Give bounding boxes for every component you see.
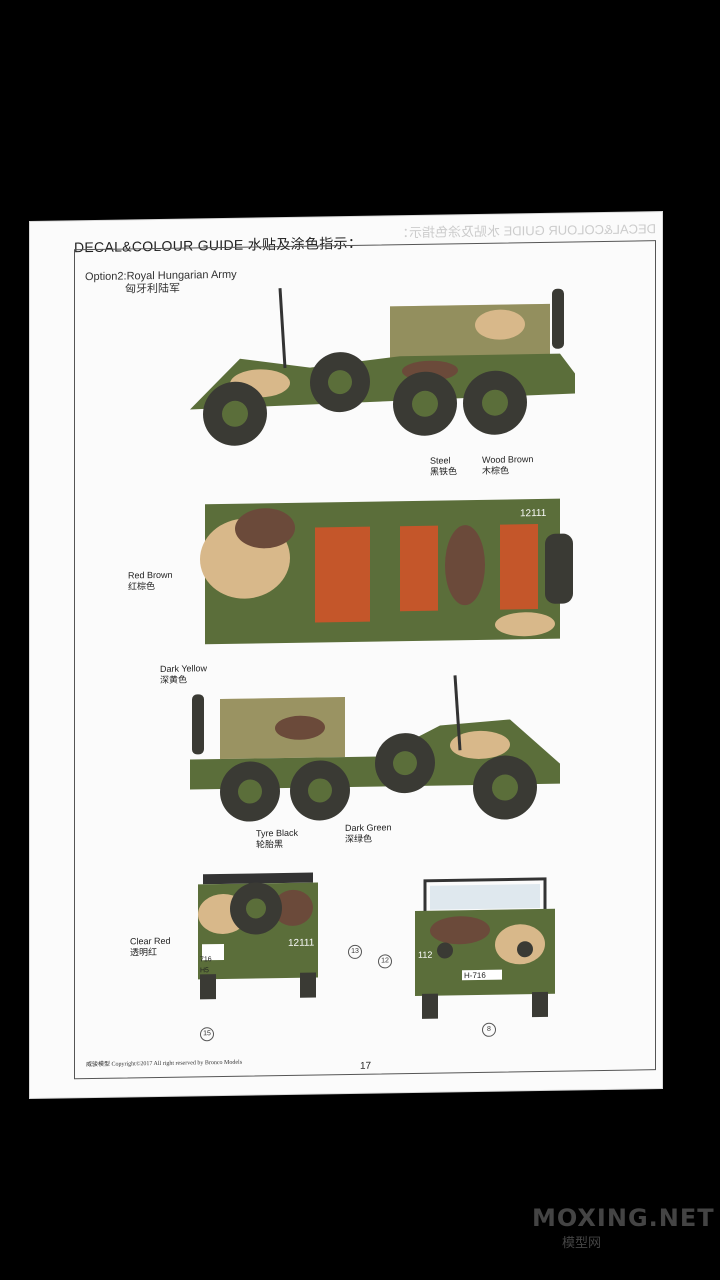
front-marking: 112: [418, 950, 432, 960]
top-view: 12111: [200, 498, 573, 645]
front-plate: H-716: [464, 971, 486, 980]
label-wood-brown: Wood Brown 木棕色: [482, 454, 533, 477]
label-wood-brown-zh: 木棕色: [482, 465, 510, 476]
rear-view: 12111: [198, 872, 318, 1000]
label-dark-green-en: Dark Green: [345, 822, 392, 834]
label-wood-brown-en: Wood Brown: [482, 454, 534, 465]
label-tyre-black: Tyre Black 轮胎黑: [256, 828, 298, 851]
label-tyre-black-en: Tyre Black: [256, 827, 299, 839]
label-clear-red-zh: 透明红: [130, 947, 158, 958]
top-marking: 12111: [520, 508, 547, 519]
label-dark-yellow-en: Dark Yellow: [160, 663, 208, 674]
watermark-main: MOXING.NET: [532, 1204, 715, 1232]
instruction-page: DECAL&COLOUR GUIDE 水贴及涂色指示： DECAL&COLOUR…: [30, 212, 662, 1098]
label-steel: Steel 黑铁色: [430, 455, 457, 477]
label-red-brown-zh: 红棕色: [128, 581, 156, 592]
label-red-brown: Red Brown 红棕色: [128, 570, 173, 593]
label-clear-red: Clear Red 透明红: [130, 936, 171, 959]
bleed-through-title: DECAL&COLOUR GUIDE 水贴及涂色指示：: [395, 221, 656, 241]
rear-plate: 716 H5: [200, 956, 212, 975]
rear-marking: 12111: [288, 938, 315, 949]
label-clear-red-en: Clear Red: [130, 935, 171, 947]
label-dark-green: Dark Green 深绿色: [345, 822, 392, 845]
side-view-left: [190, 287, 575, 446]
label-tyre-black-zh: 轮胎黑: [256, 839, 284, 850]
option-label-en: Option2:Royal Hungarian Army: [85, 268, 237, 284]
front-view: 112 H-716: [415, 877, 555, 1019]
label-dark-yellow: Dark Yellow 深黄色: [160, 663, 207, 686]
label-dark-yellow-zh: 深黄色: [160, 674, 188, 685]
page-number: 17: [360, 1060, 372, 1072]
label-dark-green-zh: 深绿色: [345, 833, 373, 845]
watermark-sub: 模型网: [562, 1235, 602, 1250]
label-steel-en: Steel: [430, 455, 451, 466]
label-steel-zh: 黑铁色: [430, 466, 458, 477]
label-red-brown-en: Red Brown: [128, 569, 173, 581]
side-view-right: [190, 675, 560, 822]
